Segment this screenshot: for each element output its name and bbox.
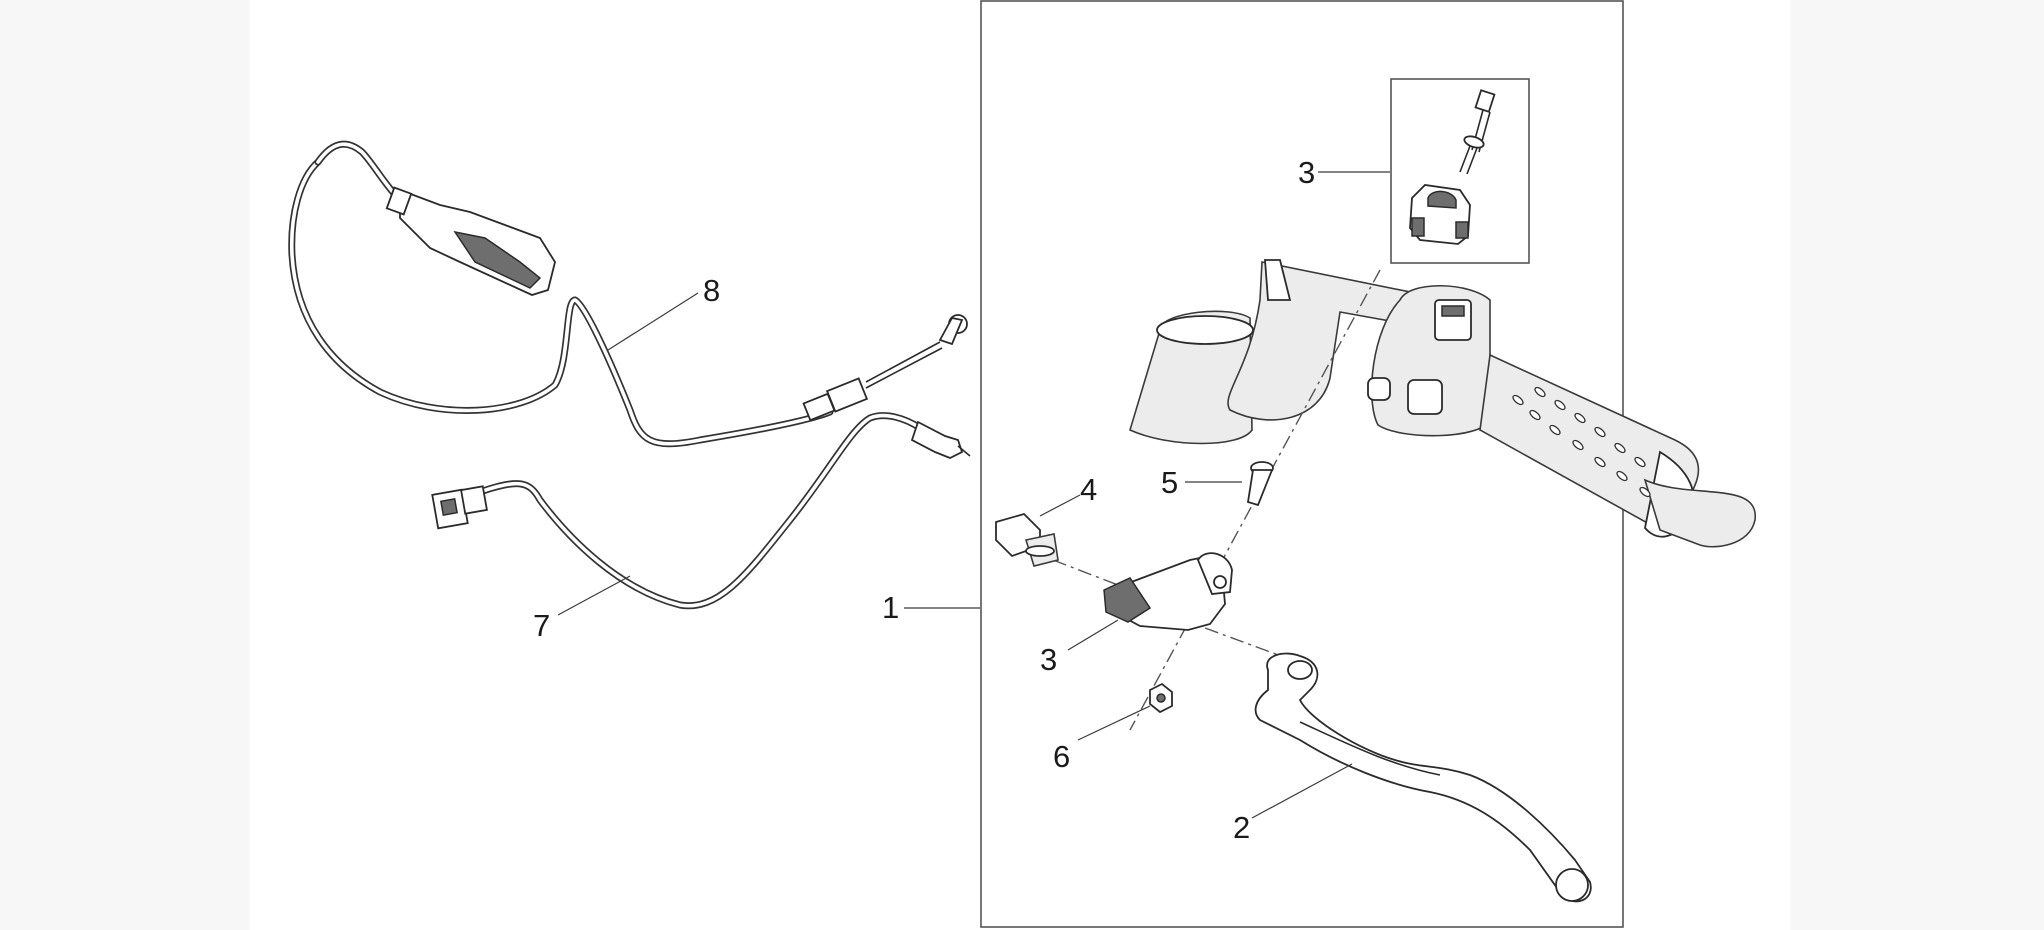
axis-line-adjuster bbox=[1052, 559, 1119, 586]
leader-3-bottom bbox=[1067, 619, 1119, 651]
callout-8: 8 bbox=[703, 273, 720, 308]
handlebar-assembly bbox=[1129, 259, 1756, 548]
callout-4: 4 bbox=[1080, 472, 1097, 507]
clutch-lever bbox=[1254, 652, 1592, 903]
bolt-kit-frame bbox=[1390, 78, 1530, 264]
clamp-bolt-kit bbox=[1409, 89, 1496, 245]
pivot-screw bbox=[1246, 461, 1274, 507]
switch-wire bbox=[431, 412, 971, 610]
leader-7 bbox=[557, 575, 631, 616]
callout-3-top: 3 bbox=[1298, 155, 1315, 190]
leader-2 bbox=[1251, 763, 1353, 819]
axis-line-main bbox=[1129, 269, 1381, 731]
callout-7: 7 bbox=[533, 608, 550, 643]
lock-nut bbox=[1149, 682, 1173, 714]
leader-6 bbox=[1077, 705, 1151, 741]
cable-adjuster bbox=[995, 512, 1059, 567]
callout-5: 5 bbox=[1161, 465, 1178, 500]
clutch-cable bbox=[288, 140, 968, 448]
callout-2: 2 bbox=[1233, 810, 1250, 845]
axis-line-lever bbox=[1204, 627, 1293, 661]
callout-6: 6 bbox=[1053, 739, 1070, 774]
callout-3-bottom: 3 bbox=[1040, 642, 1057, 677]
lever-bracket bbox=[1103, 552, 1233, 631]
leader-4 bbox=[1039, 494, 1081, 517]
left-margin bbox=[0, 0, 250, 930]
leader-8 bbox=[607, 292, 699, 351]
right-margin bbox=[1790, 0, 2044, 930]
callout-1: 1 bbox=[882, 590, 899, 625]
drawing-sheet bbox=[250, 0, 1790, 930]
grip-pattern bbox=[1512, 386, 1651, 498]
